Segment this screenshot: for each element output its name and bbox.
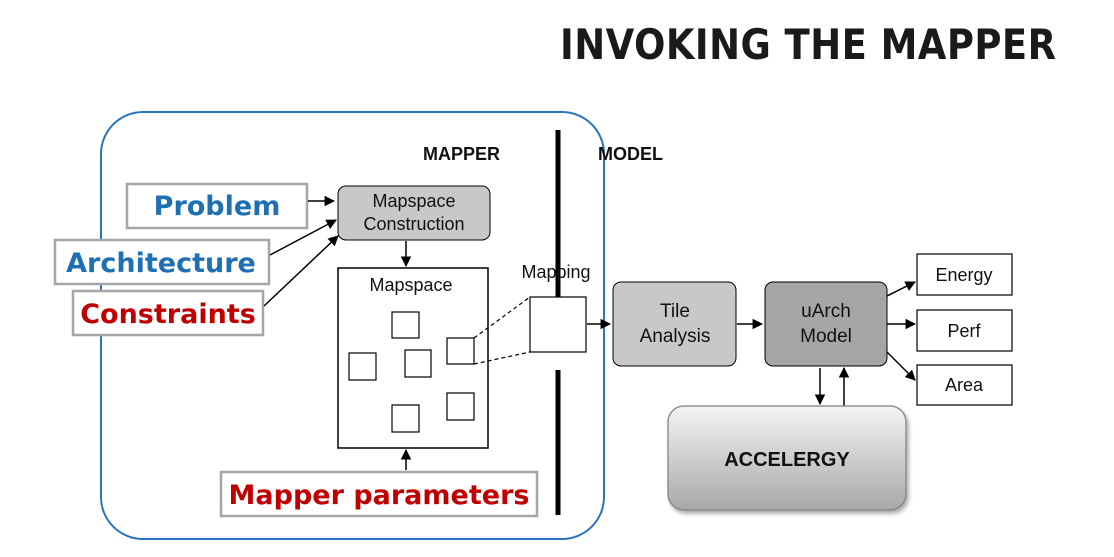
energy-output-box bbox=[916, 253, 1013, 296]
mapping-candidate bbox=[348, 352, 377, 381]
architecture-input-box bbox=[53, 238, 271, 286]
uarch-to-energy-arrow bbox=[886, 281, 916, 297]
accelergy-box bbox=[667, 405, 907, 511]
mapping-candidate-selected bbox=[446, 337, 475, 365]
constraints-input-label: Constraints bbox=[80, 299, 256, 330]
uarch-model-box bbox=[764, 281, 888, 367]
energy-output-label: Energy bbox=[935, 265, 992, 285]
tile-analysis-label-2: Analysis bbox=[640, 326, 711, 347]
mapping-candidate bbox=[391, 311, 420, 339]
mapping-candidate bbox=[446, 392, 475, 421]
zoom-line-top bbox=[473, 296, 531, 339]
mapping-label: Mapping bbox=[521, 262, 590, 282]
mapspace-construction-label-1: Mapspace bbox=[372, 191, 455, 211]
mapspace-construction-box bbox=[337, 185, 491, 241]
uarch-to-area-arrow bbox=[886, 351, 916, 381]
uarch-model-label-1: uArch bbox=[801, 301, 851, 322]
problem-input-label: Problem bbox=[154, 191, 281, 222]
mapspace-construction-label-2: Construction bbox=[363, 214, 464, 234]
accelergy-label: ACCELERGY bbox=[724, 449, 850, 471]
mapping-candidate bbox=[391, 404, 420, 433]
page-title: INVOKING THE MAPPER bbox=[560, 20, 1057, 69]
mapper-parameters-input-box bbox=[219, 470, 539, 518]
uarch-model-label-2: Model bbox=[800, 326, 852, 347]
mapspace-label: Mapspace bbox=[369, 275, 452, 295]
problem-input-box bbox=[125, 182, 309, 230]
zoom-line-bottom bbox=[473, 351, 531, 365]
constraints-arrow bbox=[263, 235, 339, 307]
perf-output-box bbox=[916, 309, 1013, 352]
architecture-input-label: Architecture bbox=[66, 248, 256, 279]
perf-output-label: Perf bbox=[947, 321, 981, 341]
architecture-arrow bbox=[269, 219, 337, 256]
mapper-parameters-input-label: Mapper parameters bbox=[229, 480, 530, 511]
constraints-input-box bbox=[71, 289, 265, 337]
area-output-box bbox=[916, 364, 1013, 406]
mapper-section-label: MAPPER bbox=[423, 144, 500, 164]
model-section-label: MODEL bbox=[598, 144, 663, 164]
mapping-box bbox=[529, 296, 587, 353]
mapping-candidate bbox=[404, 349, 432, 378]
tile-analysis-label-1: Tile bbox=[660, 301, 690, 322]
tile-analysis-box bbox=[612, 281, 737, 367]
area-output-label: Area bbox=[945, 375, 984, 395]
